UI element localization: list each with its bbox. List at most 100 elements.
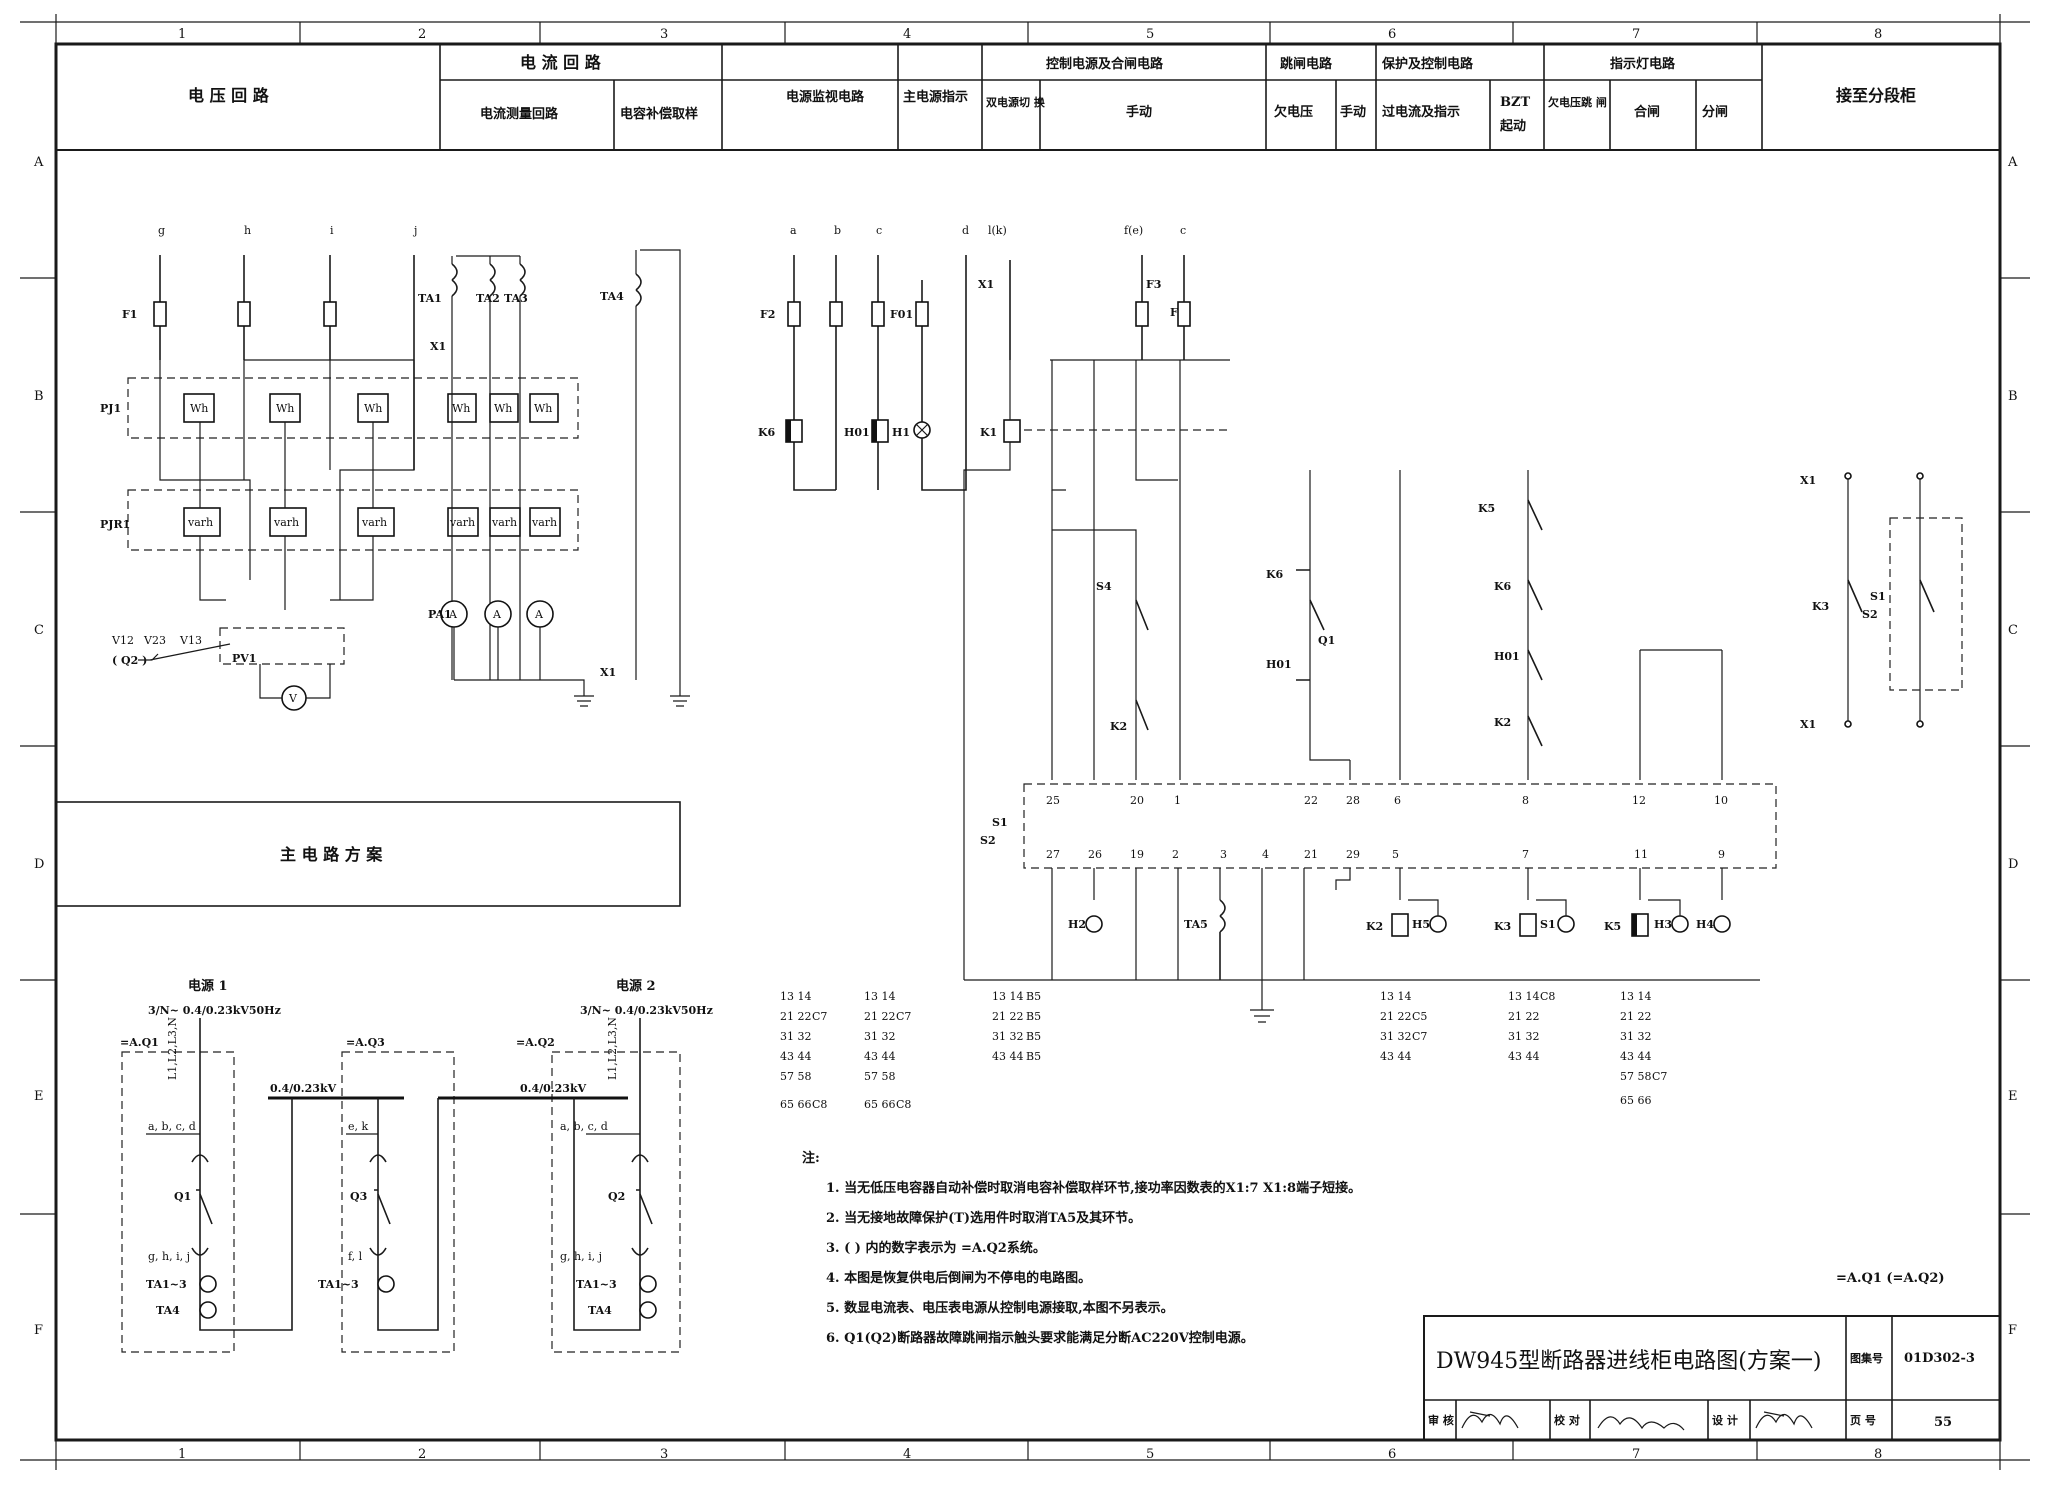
ct-label: TA2 — [476, 292, 500, 305]
contact-ref: B5 — [1026, 1010, 1041, 1023]
header-opening: 分闸 — [1702, 104, 1728, 120]
lamp-h3-label: H4 — [1696, 918, 1714, 931]
terminal-number: 1 — [1174, 794, 1181, 807]
fuse-label: F2 — [760, 308, 775, 321]
terminal-number: 6 — [1394, 794, 1401, 807]
col-number-top: 4 — [903, 27, 911, 42]
fuse-icon — [829, 301, 843, 327]
system-reference: =A.Q1 (=A.Q2) — [1836, 1271, 1945, 1286]
header-power-monitor: 电源监视电路 — [786, 89, 865, 105]
switch-v13: V13 — [179, 634, 202, 647]
breaker-q2-label: S2 — [1862, 608, 1878, 621]
watt-hour-meter-icon — [447, 393, 477, 423]
col-number-bottom: 4 — [903, 1447, 911, 1462]
terminal-number: 21 — [1304, 848, 1318, 861]
row-letter-left: D — [34, 857, 44, 872]
meter-wh-text: Wh — [276, 402, 294, 415]
contact-table: 13 14 21 22 31 32 43 44 57 58 65 66 C7 C… — [780, 990, 827, 1111]
header-dual-power-switch: 双电源切 换 — [986, 95, 1046, 109]
fuse-icon — [237, 301, 251, 327]
row-letter-right: E — [2008, 1089, 2018, 1104]
contact-table: 13 14 21 22 31 32 43 44 C5 C7 — [1380, 990, 1427, 1063]
contact-ref: C5 — [1412, 1010, 1427, 1023]
terminal-number: 9 — [1718, 848, 1725, 861]
contact-table: 13 14 21 22 31 32 43 44 C8 — [1508, 990, 1555, 1063]
contact-table: 13 14 21 22 31 32 43 44 57 58 65 66 C7 C… — [864, 990, 911, 1111]
relay-k5-label: K6 — [1494, 580, 1512, 593]
contact-row: 31 32 — [864, 1030, 896, 1043]
watt-hour-meter-icon — [183, 393, 215, 423]
switch-s1-label: S4 — [1096, 580, 1112, 593]
contact-row: 21 22 — [992, 1010, 1024, 1023]
header-current-loop: 电 流 回 路 — [520, 53, 602, 72]
contact-ref: C7 — [1412, 1030, 1427, 1043]
note-item: 1. 当无低压电容器自动补偿时取消电容补偿取样环节,接功率因数表的X1:7 X1… — [826, 1180, 1361, 1196]
terminal-number: 28 — [1346, 794, 1360, 807]
lamp-h01-label: H1 — [892, 426, 910, 439]
relay-k4-label: K5 — [1604, 920, 1621, 933]
terminal-x1-label: X1 — [430, 340, 446, 353]
row-letter-left: F — [34, 1323, 43, 1338]
varhour-meter-icon — [183, 507, 221, 537]
bus2-label: 0.4/0.23kV — [520, 1082, 587, 1095]
aq2-label: =A.Q2 — [516, 1036, 555, 1049]
source1-spec: 3/N~ 0.4/0.23kV50Hz — [148, 1004, 281, 1017]
contact-row: 13 14 — [864, 990, 896, 1003]
col-number-bottom: 1 — [178, 1447, 186, 1462]
signature-reviewer — [1461, 1411, 1519, 1429]
aq3-label: =A.Q3 — [346, 1036, 385, 1049]
indicator-lamp-icon — [1671, 915, 1689, 933]
lamp-h4-label: H5 — [1412, 918, 1430, 931]
contact-row: 43 44 — [1508, 1050, 1540, 1063]
note-item: 5. 数显电流表、电压表电源从控制电源接取,本图不另表示。 — [826, 1300, 1174, 1316]
relay-coil-icon — [1003, 419, 1021, 443]
lamp-h5-label: S1 — [1540, 918, 1556, 931]
contact-row: 13 14 — [1620, 990, 1652, 1003]
switch-v23: V23 — [143, 634, 166, 647]
contact-row: 43 44 — [780, 1050, 812, 1063]
terminal-number: 4 — [1262, 848, 1269, 861]
terminal-number: 2 — [1172, 848, 1179, 861]
varhour-meter-icon — [489, 507, 521, 537]
ct-label: TA4 — [600, 290, 624, 303]
contact-row: 21 22 — [1380, 1010, 1412, 1023]
voltmeter-symbol: V — [288, 692, 298, 705]
breaker-q1-label: S1 — [992, 816, 1008, 829]
contact-row: 65 66 — [1620, 1094, 1652, 1107]
contact-row: 13 14 — [1380, 990, 1412, 1003]
fuse-label: F1 — [122, 308, 137, 321]
current-transformer-icon — [199, 1275, 217, 1293]
row-letter-left: E — [34, 1089, 44, 1104]
bus1-label: 0.4/0.23kV — [270, 1082, 337, 1095]
meter-varh-text: varh — [187, 516, 213, 529]
terminal-number: 20 — [1130, 794, 1144, 807]
header-capacitor-sampling: 电容补偿取样 — [620, 106, 698, 122]
breaker-q1-label: S1 — [1870, 590, 1886, 603]
row-letter-left: C — [34, 623, 44, 638]
ek-label: e, k — [348, 1120, 369, 1133]
col-number-bottom: 2 — [418, 1447, 426, 1462]
col-label: d — [962, 224, 969, 237]
ct-ta5-label: TA5 — [1184, 918, 1208, 931]
ammeter-symbol: A — [534, 608, 544, 621]
meter-varh-text: varh — [361, 516, 387, 529]
meter-varh-text: varh — [531, 516, 557, 529]
relay-k6-label: H01 — [1266, 658, 1292, 671]
col-number-bottom: 5 — [1146, 1447, 1154, 1462]
contact-row: 21 22 — [1508, 1010, 1540, 1023]
relay-k6-label: H01 — [844, 426, 870, 439]
ta4-label: TA4 — [588, 1304, 612, 1317]
header-current-measure: 电流测量回路 — [480, 106, 559, 122]
col-label: g — [158, 224, 165, 237]
relay-k4-label: K5 — [1478, 502, 1495, 515]
varhour-meter-icon — [447, 507, 479, 537]
meter-wh-text: Wh — [452, 402, 470, 415]
relay-coil-icon — [1519, 913, 1537, 937]
contact-ref: C7 — [1652, 1070, 1667, 1083]
main-scheme-title: 主 电 路 方 案 — [280, 845, 383, 864]
contact-row: 43 44 — [992, 1050, 1024, 1063]
contact-row: 31 32 — [1508, 1030, 1540, 1043]
col-label: a — [790, 224, 797, 237]
ghij-label: g, h, i, j — [148, 1250, 190, 1263]
fl-label: f, l — [348, 1250, 363, 1263]
